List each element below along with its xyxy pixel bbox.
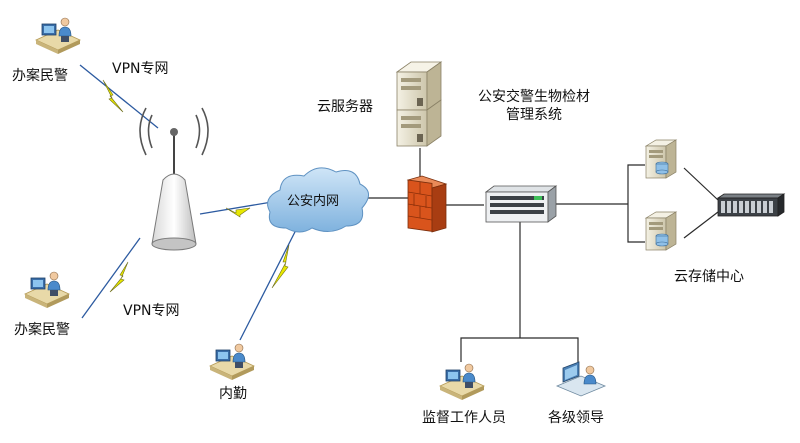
workstation-icon[interactable] <box>209 343 255 381</box>
connection-lines <box>358 148 719 362</box>
workstation-icon[interactable] <box>35 17 81 55</box>
label-police-bottom: 办案民警 <box>14 322 70 338</box>
label-intranet: 公安内网 <box>287 194 340 209</box>
workstation-icon[interactable] <box>439 363 485 401</box>
lightning-icon <box>109 261 129 293</box>
label-police-top: 办案民警 <box>12 68 68 84</box>
label-system: 公安交警生物检材 管理系统 <box>462 88 606 124</box>
lightning-icons <box>102 79 290 293</box>
label-leaders: 各级领导 <box>548 410 604 426</box>
label-system-line1: 公安交警生物检材 <box>478 89 590 105</box>
lightning-icon <box>102 79 124 113</box>
label-system-line2: 管理系统 <box>506 107 562 123</box>
link-storage-branch <box>627 164 645 243</box>
server-cluster-icon <box>395 61 443 147</box>
database-server-icon <box>645 139 677 179</box>
vpn-links <box>79 64 301 341</box>
lightning-icon <box>225 207 251 218</box>
link-tower-intranet <box>199 201 273 215</box>
label-inner-staff: 内勤 <box>219 386 247 402</box>
label-cloud-server: 云服务器 <box>317 99 373 115</box>
vpn-link-bottom <box>81 237 141 319</box>
laptop-icon[interactable] <box>555 361 607 397</box>
label-vpn-bottom: VPN专网 <box>123 303 180 319</box>
vpn-link-top <box>79 64 159 129</box>
label-vpn-top: VPN专网 <box>112 61 169 77</box>
cloud-icon <box>267 167 369 233</box>
label-supervisor: 监督工作人员 <box>422 410 506 426</box>
workstation-icon[interactable] <box>24 271 70 309</box>
storage-array-icon <box>716 193 786 217</box>
lightning-icon <box>271 244 290 289</box>
antenna-tower-icon <box>139 107 209 251</box>
link-down-branch <box>460 337 579 362</box>
switch-icon <box>484 185 558 223</box>
database-server-icon <box>645 211 677 251</box>
link-db1-array <box>683 167 719 201</box>
firewall-icon <box>406 175 448 233</box>
label-cloud-storage: 云存储中心 <box>674 269 744 285</box>
link-db2-array <box>683 211 719 239</box>
link-intranet-inner <box>239 221 301 341</box>
